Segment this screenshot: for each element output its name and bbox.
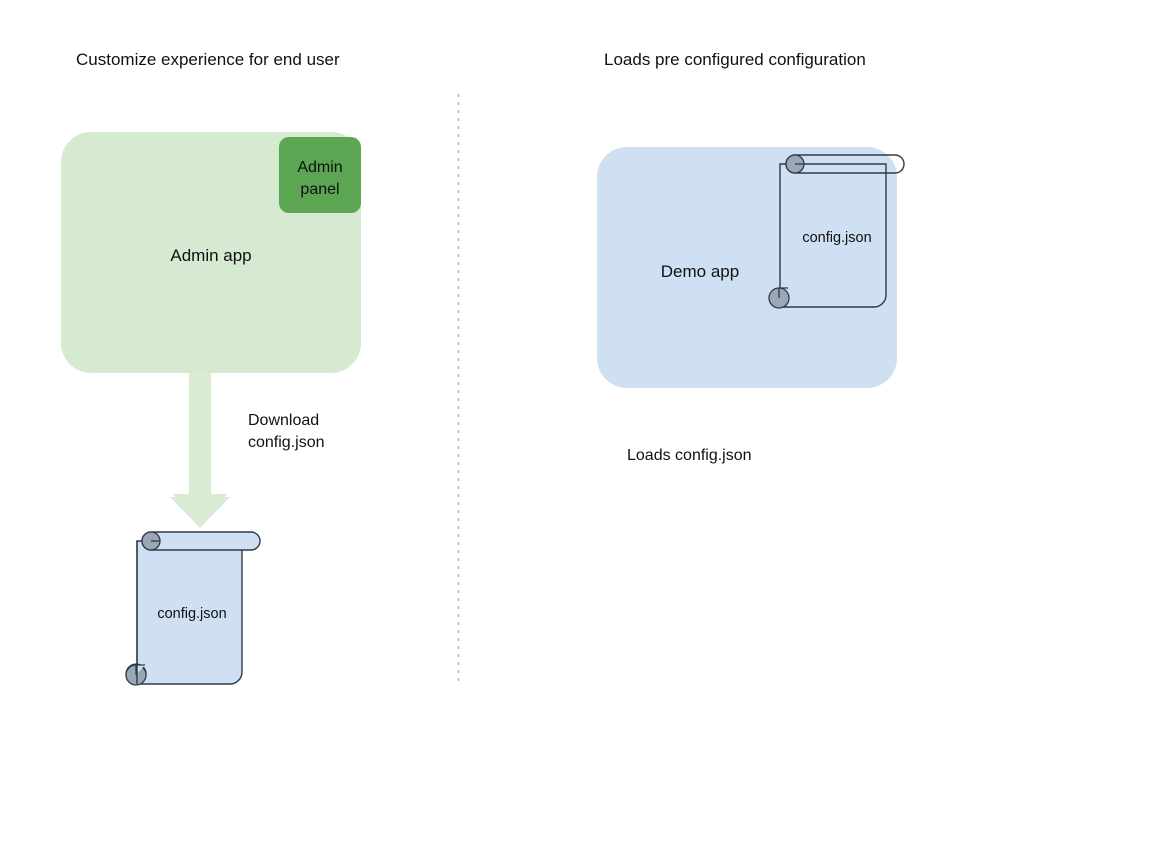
download-arrow-label-line1: Download: [248, 412, 319, 429]
scroll-bottom-knob-notch: [778, 287, 788, 298]
admin-panel-tile[interactable]: [279, 137, 361, 213]
config-json-scroll-left-label: config.json: [157, 606, 226, 622]
download-arrow-label-line2: config.json: [248, 434, 325, 451]
demo-app-label: Demo app: [661, 262, 739, 281]
loads-config-caption: Loads config.json: [627, 447, 752, 464]
config-json-scroll-right-label: config.json: [802, 230, 871, 246]
admin-app-label: Admin app: [170, 246, 251, 265]
scroll-body: [779, 163, 887, 308]
config-json-scroll-right[interactable]: config.json: [768, 154, 905, 309]
right-column-title: Loads pre configured configuration: [604, 50, 866, 69]
admin-panel-label-line1: Admin: [297, 159, 342, 176]
scroll-bottom-knob-notch: [135, 664, 145, 675]
admin-panel-label-line2: panel: [300, 181, 339, 198]
left-column-title: Customize experience for end user: [76, 50, 340, 69]
demo-app-box[interactable]: [597, 147, 897, 388]
download-arrow-shape: [173, 373, 227, 528]
config-json-scroll-left[interactable]: config.json: [125, 531, 261, 686]
scroll-body: [136, 540, 243, 685]
